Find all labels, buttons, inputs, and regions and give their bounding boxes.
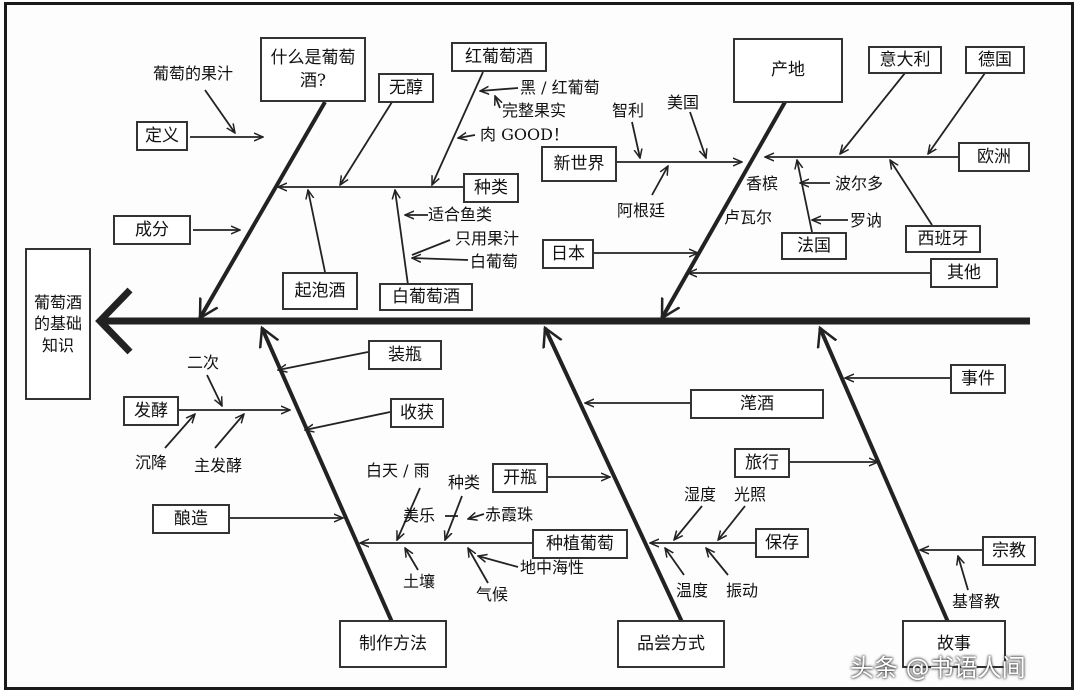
- label-champagne: 香槟: [746, 174, 779, 193]
- box-storage: 保存: [755, 528, 809, 558]
- label-humidity: 湿度: [684, 485, 717, 504]
- box-decant: 滗酒: [690, 389, 824, 419]
- label-climate: 气候: [476, 585, 509, 604]
- box-alcohol-free: 无醇: [378, 73, 434, 103]
- label-chile: 智利: [612, 101, 645, 120]
- box-types: 种类: [463, 173, 519, 203]
- box-sparkling: 起泡酒: [282, 272, 358, 310]
- label-sediment: 沉降: [135, 453, 168, 472]
- label-mediterranean: 地中海性: [520, 558, 585, 577]
- label-rhone: 罗讷: [850, 211, 883, 230]
- label-music: 美乐: [403, 506, 436, 525]
- label-temperature: 温度: [676, 581, 709, 600]
- category-definition-label: 什么是葡萄酒?: [270, 47, 356, 91]
- box-composition: 成分: [113, 215, 191, 245]
- label-light: 光照: [734, 485, 767, 504]
- box-travel: 旅行: [734, 448, 790, 478]
- category-origin-label: 产地: [771, 60, 805, 81]
- category-making: 制作方法: [339, 620, 447, 668]
- box-planting: 种植葡萄: [532, 529, 628, 559]
- category-story-label: 故事: [937, 633, 971, 654]
- label-whole-fruit: 完整果实: [502, 101, 567, 120]
- head-label: 葡萄酒的基础知识: [33, 292, 82, 355]
- diagram-frame: [4, 2, 1074, 690]
- label-argentina: 阿根廷: [617, 201, 666, 220]
- box-open: 开瓶: [492, 463, 548, 493]
- box-italy: 意大利: [868, 46, 942, 74]
- spine-head-arrow: [95, 287, 133, 355]
- box-religion: 宗教: [982, 536, 1036, 566]
- label-bordeaux: 波尔多: [835, 174, 884, 193]
- box-events: 事件: [950, 364, 1006, 394]
- box-define: 定义: [136, 121, 188, 151]
- box-red-wine: 红葡萄酒: [451, 42, 547, 72]
- label-fish: 适合鱼类: [428, 205, 493, 224]
- label-cinsault: 赤霞珠: [485, 505, 534, 524]
- box-new-world: 新世界: [541, 146, 617, 182]
- box-france: 法国: [781, 232, 847, 260]
- box-europe: 欧洲: [958, 142, 1030, 172]
- label-loire: 卢瓦尔: [724, 208, 773, 227]
- label-meat-good: 肉 GOOD！: [480, 125, 569, 144]
- label-main-ferment: 主发酵: [194, 456, 243, 475]
- box-other: 其他: [930, 258, 998, 288]
- category-story: 故事: [902, 620, 1006, 668]
- label-day-rain: 白天 / 雨: [366, 461, 430, 480]
- label-second: 二次: [187, 353, 220, 372]
- label-white-grape: 白葡萄: [470, 252, 519, 271]
- label-red-grape: 黑 / 红葡萄: [520, 78, 600, 97]
- box-harvest: 收获: [390, 398, 444, 428]
- box-japan: 日本: [542, 239, 594, 269]
- head-box: 葡萄酒的基础知识: [25, 248, 91, 400]
- watermark: 头条 @书语人间: [850, 654, 1026, 682]
- label-kind: 种类: [448, 473, 481, 492]
- label-usa: 美国: [667, 93, 700, 112]
- box-ferment: 发酵: [123, 396, 179, 426]
- label-vibration: 振动: [726, 581, 759, 600]
- label-christianity: 基督教: [952, 592, 1001, 611]
- box-bottling: 装瓶: [368, 340, 442, 370]
- category-tasting-label: 品尝方式: [637, 633, 705, 654]
- category-origin: 产地: [733, 38, 843, 103]
- box-spain: 西班牙: [905, 225, 981, 253]
- category-definition: 什么是葡萄酒?: [260, 37, 366, 102]
- box-brewing: 酿造: [152, 504, 230, 534]
- label-juice-only: 只用果汁: [455, 229, 520, 248]
- box-white-wine: 白葡萄酒: [379, 283, 473, 311]
- box-germany: 德国: [965, 46, 1025, 74]
- label-soil: 土壤: [403, 572, 436, 591]
- label-grape-juice: 葡萄的果汁: [153, 64, 234, 83]
- category-making-label: 制作方法: [359, 633, 427, 654]
- category-tasting: 品尝方式: [617, 620, 725, 668]
